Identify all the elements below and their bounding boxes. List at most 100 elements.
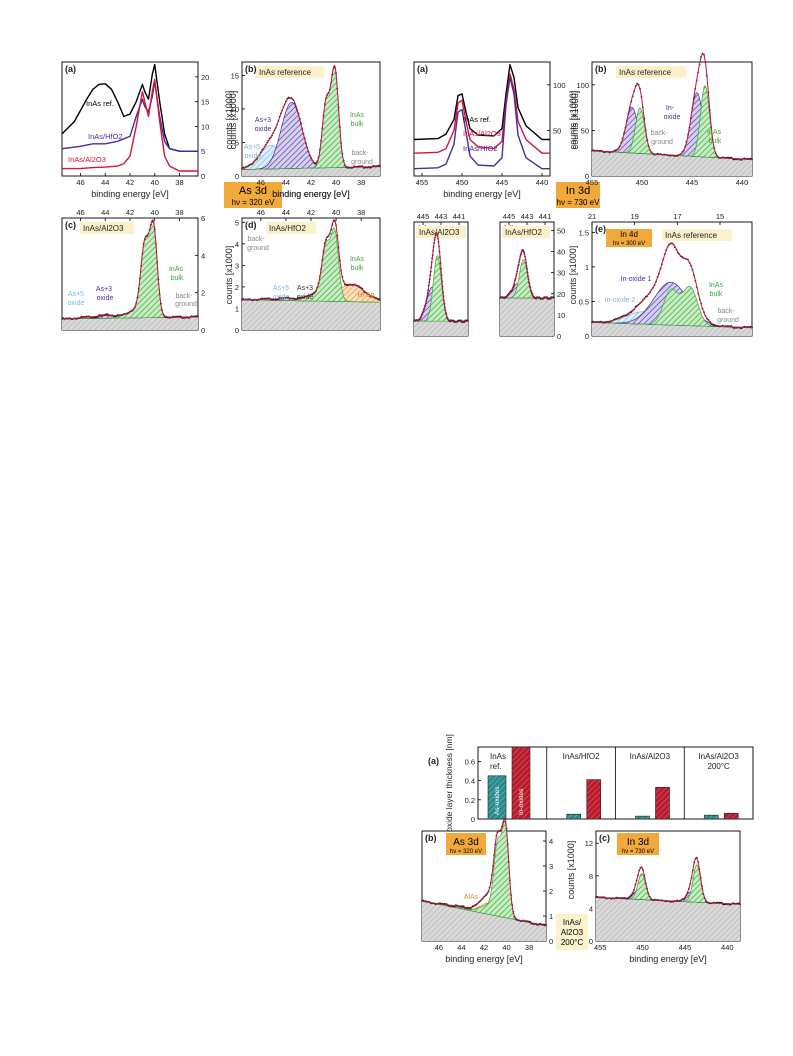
annealed-as-panel-label: (b) — [425, 833, 437, 843]
as-ref-component-bulk — [241, 64, 380, 170]
annealed-in-fit-line — [596, 857, 740, 905]
as-overview-panel-label: (a) — [65, 64, 76, 74]
in-overview-panel-label: (a) — [417, 64, 428, 74]
annealed-in-xtick-label: 455 — [594, 943, 607, 952]
in-overview-xtick-label: 445 — [496, 178, 509, 187]
as-overview-series-1 — [61, 81, 198, 152]
as-hfo2-ytick-label: 1 — [235, 304, 239, 313]
in4d-background-area — [592, 322, 752, 336]
annealed-in-xtick-label: 440 — [721, 943, 734, 952]
annealed-as-annotation: AlAs — [464, 894, 479, 901]
as3d-badge-energy: hν = 320 eV — [232, 198, 276, 207]
as-ref-annotation: ground — [351, 159, 373, 166]
in4d-annotation: back- — [717, 308, 735, 315]
in4d-ytick-label: 1.5 — [579, 228, 589, 237]
as3d-badge-title: As 3d — [239, 185, 267, 197]
in-hfo2-component-bulk — [500, 259, 554, 299]
as-ref-annotation: InAs — [350, 112, 365, 119]
as-hfo2-fit-line — [242, 219, 381, 301]
as-hfo2-xtick-top-label: 40 — [332, 208, 340, 217]
thickness-bar-in-oxides — [586, 779, 602, 820]
as-ref-xtick-label: 40 — [332, 178, 340, 187]
annealed-in-background-area — [596, 897, 740, 941]
as-al2o3-xtick-top-label: 44 — [101, 208, 109, 217]
in-ref-component-bulk2 — [591, 85, 753, 160]
as-al2o3-annotation: bulk — [171, 275, 184, 282]
in4d-annotation: In-oxide 1 — [621, 276, 652, 283]
as-ref-panel-label: (b) — [245, 64, 257, 74]
as-overview-ytick-label: 15 — [201, 98, 209, 107]
side-label-line3: 200°C — [561, 938, 584, 947]
in-al2o3-title: InAs/Al2O3 — [419, 228, 460, 237]
in-ref-ytick-label: 0 — [585, 172, 589, 181]
as-hfo2-annotation: oxide — [297, 294, 314, 301]
in-ref-background-area — [592, 150, 752, 176]
as-hfo2-xtick-top-label: 42 — [307, 208, 315, 217]
thickness-ytick-label: 0.6 — [465, 757, 475, 766]
as-ref-xtick-label: 44 — [282, 178, 290, 187]
as-hfo2-ytick-label: 4 — [235, 240, 239, 249]
in4d-title-bg — [662, 229, 732, 241]
as-overview-xtick-label: 46 — [76, 178, 84, 187]
in-overview-ytick-label: 50 — [553, 126, 561, 135]
in-ref-annotation: bulk — [709, 138, 722, 145]
as-ref-ylabel: counts [x1000] — [0, 0, 2, 29]
as-al2o3-annotation: InAs — [169, 266, 184, 273]
in-overview-xtick-label: 440 — [536, 178, 549, 187]
as-overview-xtick-label: 42 — [126, 178, 134, 187]
in-hfo2-background-area — [500, 298, 554, 336]
in4d-ytick-label: 1 — [585, 263, 589, 272]
as-al2o3-annotation: ground — [175, 301, 197, 308]
as-hfo2-component-bulk — [241, 227, 380, 303]
in-overview-series-2 — [413, 76, 550, 170]
as-al2o3-annotation: oxide — [68, 300, 85, 307]
in-hfo2-ytick-label: 10 — [557, 311, 565, 320]
as-overview-ytick-label: 5 — [201, 147, 205, 156]
in-ref-xtick-label: 450 — [636, 178, 649, 187]
as-al2o3-panel-label: (c) — [65, 220, 76, 230]
in-ref-annotation: InAs — [707, 129, 722, 136]
as-ref-annotation: back- — [351, 150, 369, 157]
annealed-as-xtick-label: 44 — [457, 943, 465, 952]
as-overview-series-2 — [62, 78, 198, 172]
in-overview-legend-0: InAs ref. — [463, 115, 491, 124]
annealed-in-ytick-label: 0 — [589, 937, 593, 946]
as-hfo2-annotation: back- — [247, 236, 265, 243]
in4d-xtick-top-label: 19 — [630, 212, 638, 221]
in-ref-title-bg — [616, 66, 686, 78]
thickness-ytick-label: 0.4 — [465, 777, 475, 786]
in4d-ytick-label: 0.5 — [579, 297, 589, 306]
in-overview-xtick-label: 450 — [456, 178, 469, 187]
in4d-ylabel: counts [x1000] — [568, 246, 578, 305]
annealed-as-ytick-label: 1 — [549, 912, 553, 921]
as-al2o3-xtick-top-label: 46 — [76, 208, 84, 217]
in-ref-panel-label: (b) — [595, 64, 607, 74]
as-ref-xlabel: binding energy [eV] — [272, 189, 350, 199]
as-al2o3-ytick-label: 0 — [201, 326, 205, 335]
as-overview-legend-0: InAs ref. — [86, 99, 114, 108]
as-ref-ytick-label: 15 — [231, 71, 239, 80]
as-al2o3-annotation: As+5 — [68, 291, 84, 298]
as-ref-fit-line — [241, 64, 380, 170]
annealed-in-component-bulk2 — [596, 864, 740, 905]
as-hfo2-annotation: As+5 — [273, 285, 289, 292]
in4d-annotation: InAs — [709, 282, 724, 289]
thickness-category-label: InAs/Al2O3 — [698, 752, 739, 761]
thickness-category-label: ref. — [490, 762, 502, 771]
in4d-title: InAs reference — [665, 231, 718, 240]
thickness-ytick-label: 0 — [471, 815, 475, 824]
as-overview-xtick-label: 38 — [175, 178, 183, 187]
as-al2o3-xtick-top-label: 42 — [126, 208, 134, 217]
bottom-side-label: InAs/ Al2O3 200°C — [556, 914, 588, 950]
as-hfo2-xtick-top-label: 38 — [357, 208, 365, 217]
as-ref-xlabel: binding energy [eV] — [272, 189, 350, 199]
as-al2o3-background-area — [62, 316, 198, 330]
bottom-c-badge-energy: hν = 730 eV — [622, 849, 654, 855]
in-hfo2-title-bg — [502, 226, 550, 238]
as-overview-xtick-label: 44 — [101, 178, 109, 187]
thickness-series-label-0: As-oxides — [494, 786, 501, 815]
as-overview-xtick-label: 40 — [151, 178, 159, 187]
as-ref-xtick-label: 42 — [307, 178, 315, 187]
in4d-badge-title: In 4d — [620, 230, 638, 239]
